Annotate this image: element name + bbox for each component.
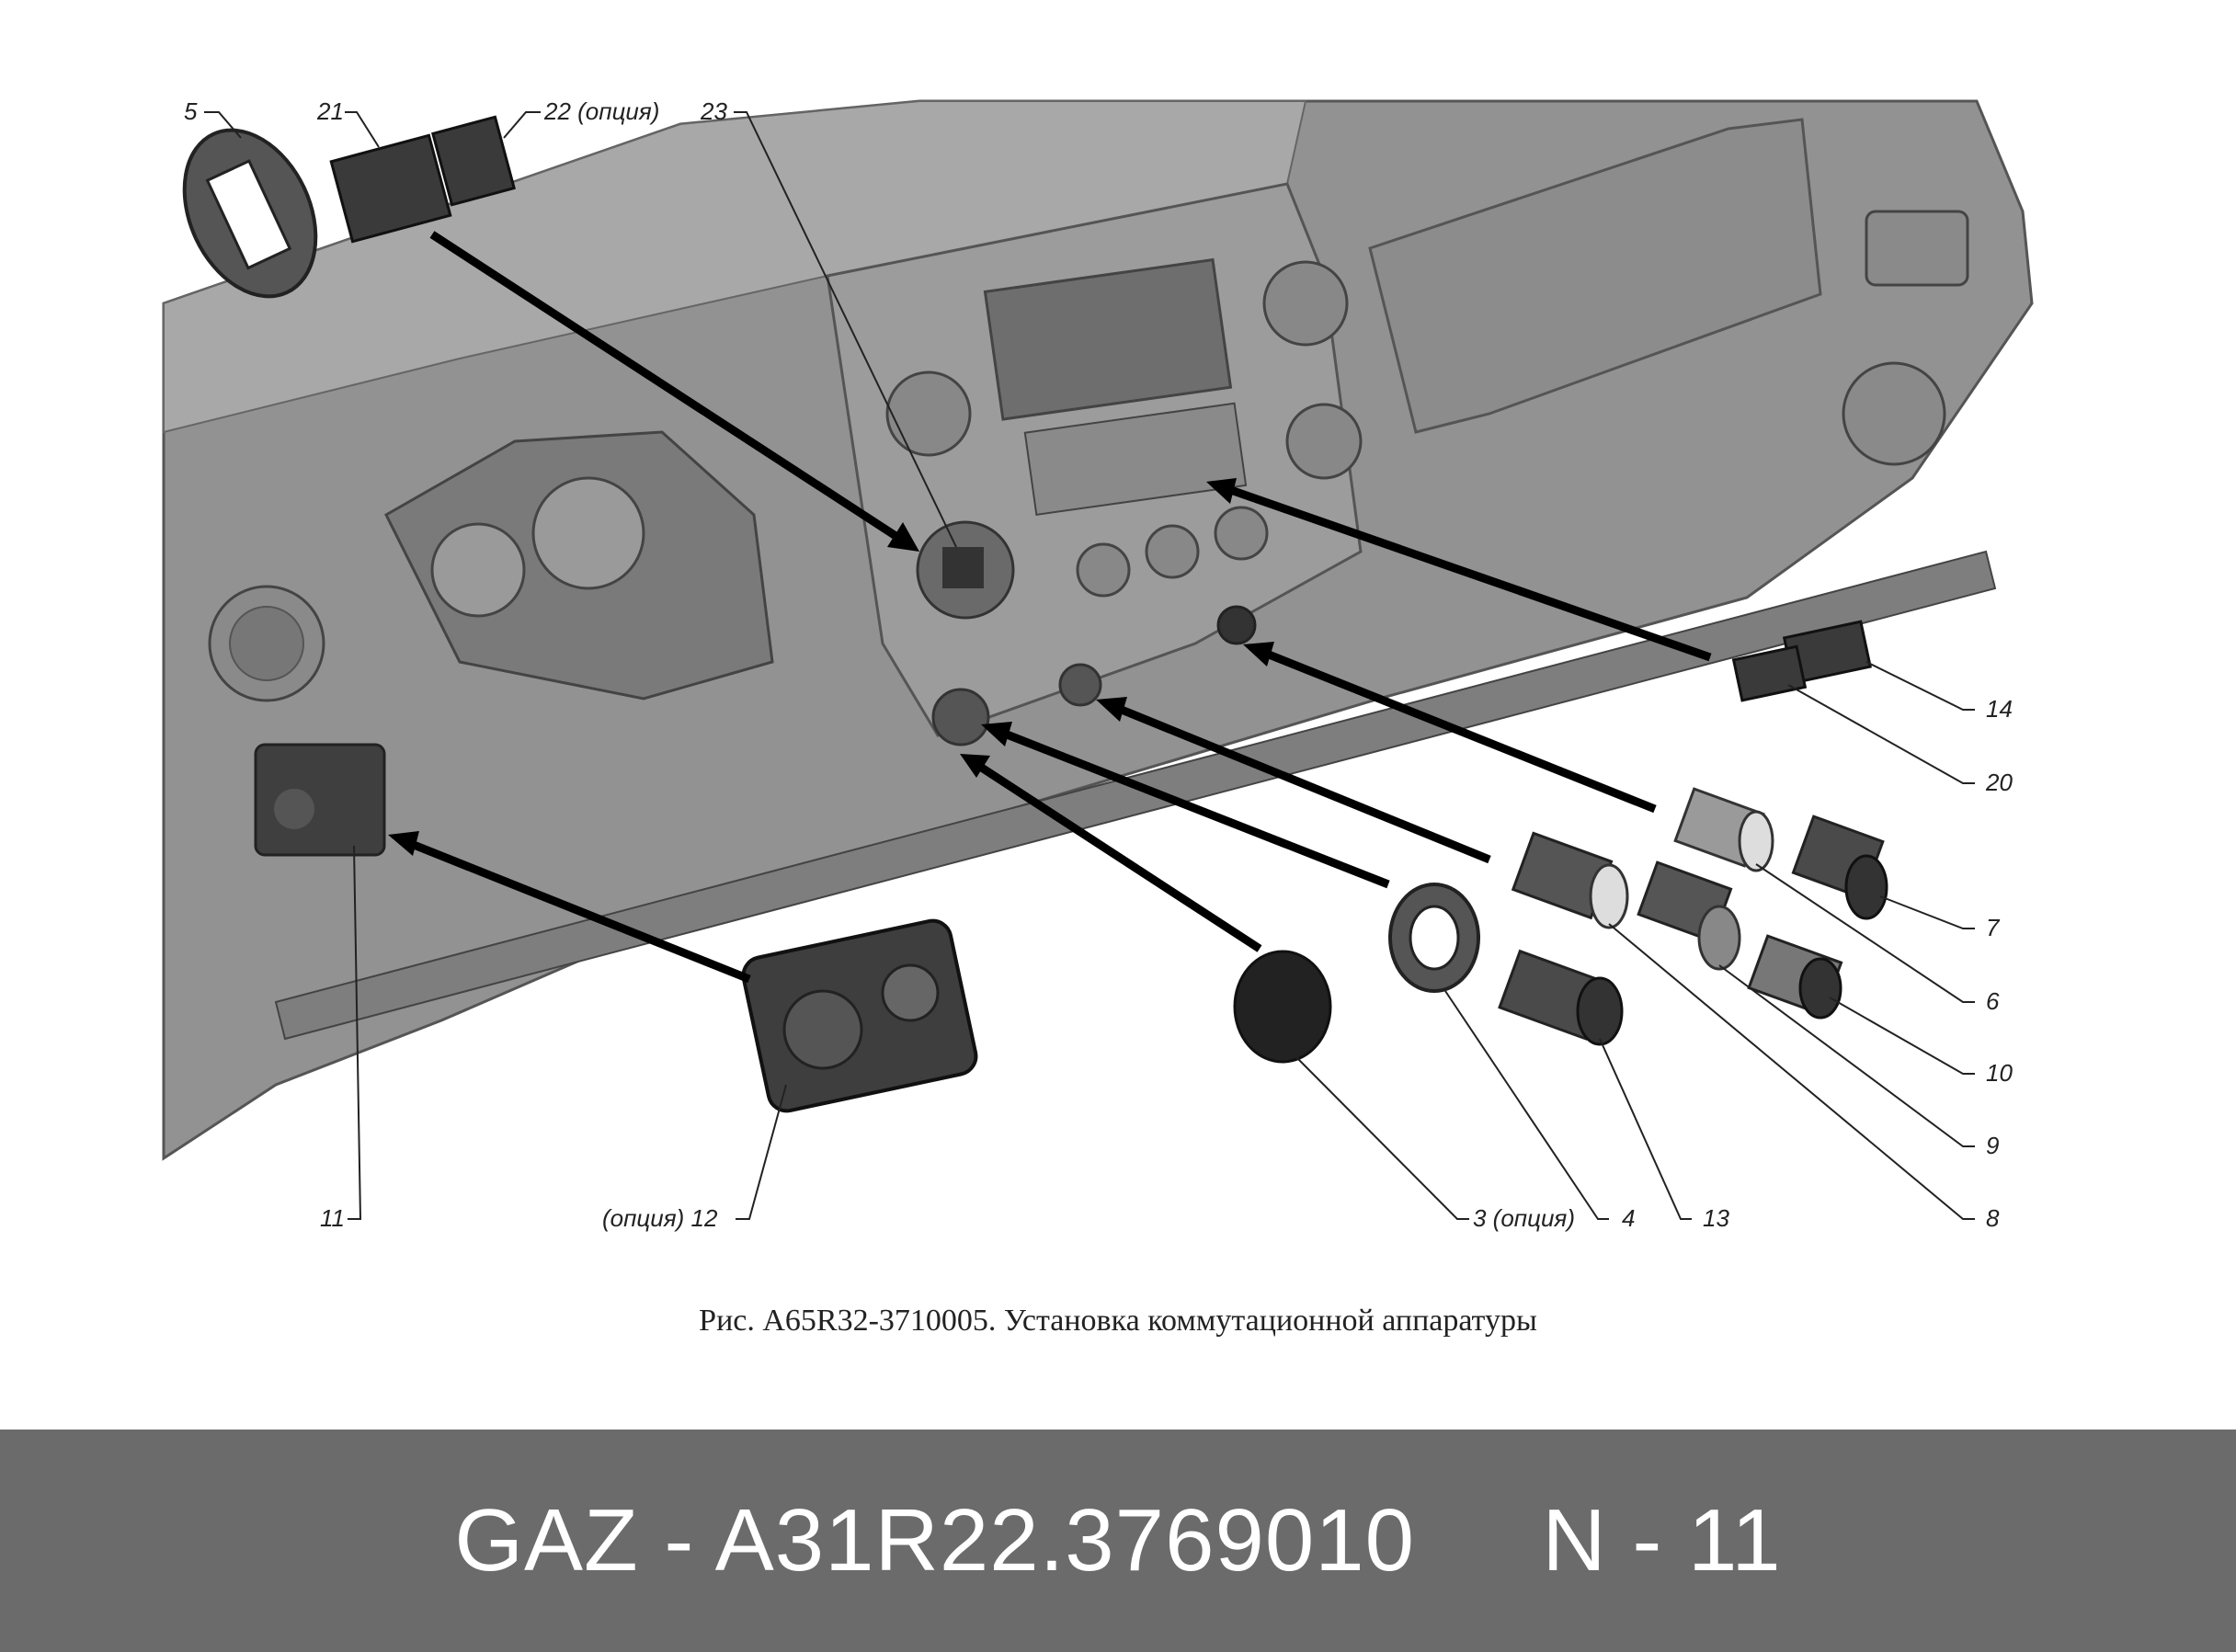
label-7: 7 xyxy=(1986,914,2001,941)
arrowhead-7 xyxy=(1243,642,1274,666)
part-12-secondary-knob xyxy=(881,963,940,1022)
console-socket-3 xyxy=(1216,605,1257,645)
label-3: 3 (опция) xyxy=(1473,1204,1575,1232)
arrowhead-21 xyxy=(887,522,919,552)
callout-labels: 5 21 22 (опция) 23 14 20 7 6 10 9 8 13 4… xyxy=(184,97,2013,1232)
label-4: 4 xyxy=(1622,1204,1635,1232)
console-switch xyxy=(942,547,984,588)
leader-11 xyxy=(348,845,362,1220)
part-21-switch xyxy=(329,133,452,244)
light-switch-knob xyxy=(274,789,314,829)
leader-20 xyxy=(1787,684,1975,784)
footer-brand: GAZ xyxy=(454,1491,639,1589)
arrowhead-4 xyxy=(981,722,1012,746)
cross-beam xyxy=(274,550,1997,1041)
arrow-heads xyxy=(388,478,1274,856)
footer-page: N - 11 xyxy=(1542,1491,1782,1589)
climate-knob-2 xyxy=(1145,524,1200,579)
arrow-9-to-socket xyxy=(1111,701,1491,864)
part-10-switch-face xyxy=(1798,957,1842,1020)
footer-bar: GAZ - A31R22.3769010 N - 11 xyxy=(0,1430,2236,1652)
center-vent-right-lower xyxy=(1285,403,1363,480)
exploded-parts xyxy=(182,115,1888,1113)
label-14: 14 xyxy=(1986,695,2013,723)
part-22-switch xyxy=(431,115,516,207)
label-13: 13 xyxy=(1703,1204,1729,1232)
climate-knob-1 xyxy=(1076,542,1131,598)
part-3-plug xyxy=(1233,950,1332,1064)
leader-14 xyxy=(1865,661,1975,711)
label-21: 21 xyxy=(316,97,344,125)
label-6: 6 xyxy=(1986,987,2000,1015)
speedometer-gauge xyxy=(531,476,645,590)
leader-9 xyxy=(1718,964,1975,1147)
center-vent-left xyxy=(885,370,972,457)
part-13-connector-end xyxy=(1576,976,1624,1046)
arrow-3-to-socket xyxy=(972,759,1262,952)
right-upper-vent xyxy=(1865,210,1969,287)
leader-3 xyxy=(1295,1056,1469,1220)
part-7-lighter-end xyxy=(1844,854,1888,920)
dashboard-illustration xyxy=(162,99,2034,1161)
label-11: 11 xyxy=(320,1204,345,1232)
label-20: 20 xyxy=(1985,769,2013,796)
leader-5 xyxy=(204,111,242,139)
part-8-socket-end xyxy=(1589,863,1629,929)
leader-10 xyxy=(1829,997,1975,1075)
console-socket-2 xyxy=(1058,663,1102,707)
arrowhead-9 xyxy=(1096,697,1127,722)
arrow-14-to-console xyxy=(1221,483,1712,662)
label-8: 8 xyxy=(1986,1204,2000,1232)
label-10: 10 xyxy=(1986,1059,2013,1087)
label-5: 5 xyxy=(184,97,198,125)
label-22: 22 (опция) xyxy=(543,97,659,125)
leader-lines xyxy=(204,111,1975,1220)
arrow-12-to-panel xyxy=(403,837,751,984)
radio-unit xyxy=(1023,402,1248,517)
dashboard-diagram: 5 21 22 (опция) 23 14 20 7 6 10 9 8 13 4… xyxy=(162,97,2034,1232)
leader-6 xyxy=(1755,863,1975,1003)
arrowhead-14 xyxy=(1206,478,1237,504)
footer-text: GAZ - A31R22.3769010 N - 11 xyxy=(454,1491,1782,1589)
arrowhead-3 xyxy=(960,754,990,778)
part-6-sleeve-end xyxy=(1738,810,1774,872)
arrowhead-12 xyxy=(388,831,419,856)
tachometer-gauge xyxy=(430,522,526,618)
light-switch-panel xyxy=(254,743,386,857)
part-5-bezel-slot xyxy=(205,159,292,270)
leader-7 xyxy=(1879,895,1975,929)
footer-part-number: A31R22.3769010 xyxy=(714,1491,1416,1589)
leader-21 xyxy=(345,111,380,148)
console-socket-1 xyxy=(931,688,990,746)
glove-box xyxy=(1368,118,1822,434)
part-4-ring-hole xyxy=(1409,905,1460,971)
label-9: 9 xyxy=(1986,1132,1999,1159)
radio-slot xyxy=(983,257,1233,421)
arrow-21-to-console xyxy=(429,231,908,546)
leader-8 xyxy=(1608,923,1975,1220)
part-9-socket-end xyxy=(1697,905,1741,971)
label-23: 23 xyxy=(700,97,727,125)
right-air-vent xyxy=(1842,361,1946,466)
arrow-4-to-socket xyxy=(996,726,1390,889)
arrow-7-to-socket xyxy=(1258,646,1657,814)
leader-4 xyxy=(1443,987,1609,1220)
climate-knob-3 xyxy=(1214,506,1269,561)
label-12: (опция) 12 xyxy=(602,1204,718,1232)
part-12-main-knob xyxy=(782,989,863,1070)
leader-13 xyxy=(1599,1038,1692,1220)
pointer-arrows xyxy=(403,231,1712,984)
part-20-switch xyxy=(1731,644,1808,702)
center-vent-right xyxy=(1262,260,1349,347)
figure-caption: Рис. А65R32-3710005. Установка коммутаци… xyxy=(699,1304,1537,1338)
left-air-vent-inner xyxy=(229,606,304,681)
leader-22 xyxy=(503,111,541,139)
leader-23 xyxy=(734,111,957,548)
leader-12 xyxy=(736,1084,787,1220)
